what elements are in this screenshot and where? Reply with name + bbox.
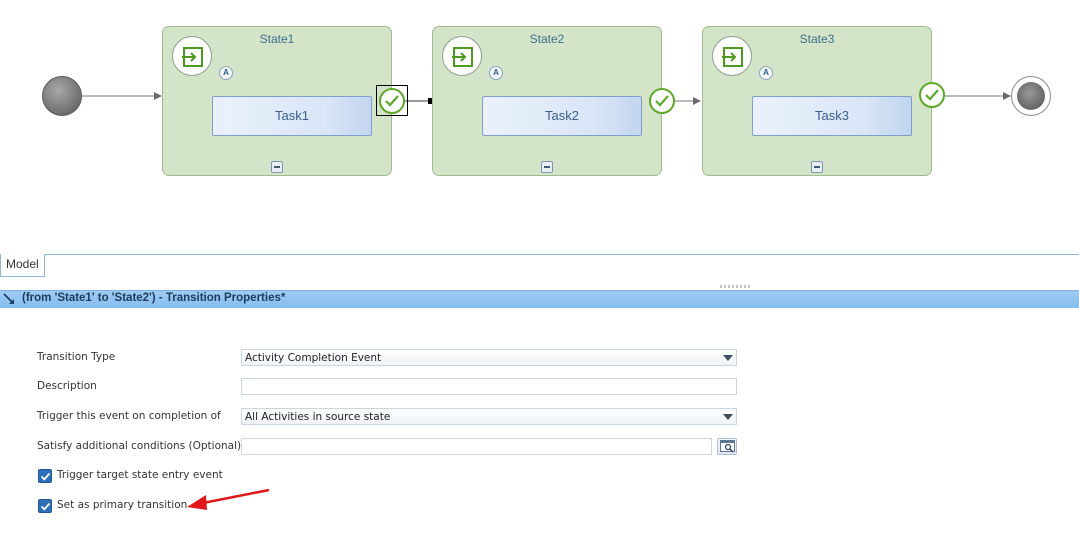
state-title: State2 (529, 32, 565, 46)
splitter-grip[interactable] (720, 285, 750, 288)
state-node-2[interactable]: State2 A Task2 (432, 26, 662, 176)
trigger-entry-label[interactable]: Trigger target state entry event (57, 469, 223, 481)
end-event-icon[interactable] (1011, 76, 1051, 116)
trigger-completion-label: Trigger this event on completion of (37, 410, 221, 422)
primary-transition-checkbox[interactable] (38, 499, 52, 513)
primary-transition-label[interactable]: Set as primary transition (57, 499, 188, 511)
entry-arrow-icon[interactable] (172, 36, 212, 76)
transition-type-value: Activity Completion Event (245, 352, 382, 364)
task-node-1[interactable]: Task1 (212, 96, 372, 136)
conditions-field[interactable] (241, 438, 712, 455)
end-event-core (1017, 82, 1045, 110)
connector-handle[interactable] (428, 98, 434, 104)
entry-badge: A (489, 66, 503, 80)
entry-badge: A (759, 66, 773, 80)
process-diagram-canvas[interactable]: State1 A Task1 State2 A Task2 State3 A T… (0, 0, 1079, 254)
collapse-minus-icon[interactable] (811, 161, 823, 173)
state-title: State3 (799, 32, 835, 46)
entry-arrow-icon[interactable] (712, 36, 752, 76)
transition-arrow-icon (3, 293, 17, 309)
selection-box (376, 85, 408, 116)
task-node-3[interactable]: Task3 (752, 96, 912, 136)
transition-type-label: Transition Type (37, 351, 116, 363)
checkmark-icon (40, 472, 51, 481)
collapse-minus-icon[interactable] (271, 161, 283, 173)
state-title: State1 (259, 32, 295, 46)
checkmark-icon (40, 502, 51, 511)
transition-type-select[interactable]: Activity Completion Event (241, 349, 737, 366)
description-field[interactable] (241, 378, 737, 395)
entry-badge: A (219, 66, 233, 80)
check-circle-icon[interactable] (649, 88, 675, 114)
entry-arrow-icon[interactable] (442, 36, 482, 76)
description-label: Description (37, 380, 97, 392)
chevron-down-icon[interactable] (723, 414, 733, 420)
trigger-entry-checkbox[interactable] (38, 469, 52, 483)
check-circle-icon[interactable] (919, 82, 945, 108)
condition-lookup-button[interactable] (717, 438, 737, 455)
trigger-completion-value: All Activities in source state (245, 411, 391, 423)
tab-model[interactable]: Model (0, 254, 45, 277)
properties-header: (from 'State1' to 'State2') - Transition… (0, 290, 1079, 308)
trigger-completion-select[interactable]: All Activities in source state (241, 408, 737, 425)
chevron-down-icon[interactable] (723, 355, 733, 361)
task-node-2[interactable]: Task2 (482, 96, 642, 136)
check-circle-icon[interactable] (379, 88, 405, 114)
state-node-1[interactable]: State1 A Task1 (162, 26, 392, 176)
tab-strip-border (0, 254, 1079, 255)
properties-title: (from 'State1' to 'State2') - Transition… (22, 292, 286, 304)
state-node-3[interactable]: State3 A Task3 (702, 26, 932, 176)
start-event-icon[interactable] (42, 76, 82, 116)
collapse-minus-icon[interactable] (541, 161, 553, 173)
lookup-search-icon (720, 440, 735, 453)
conditions-label: Satisfy additional conditions (Optional) (37, 440, 242, 452)
